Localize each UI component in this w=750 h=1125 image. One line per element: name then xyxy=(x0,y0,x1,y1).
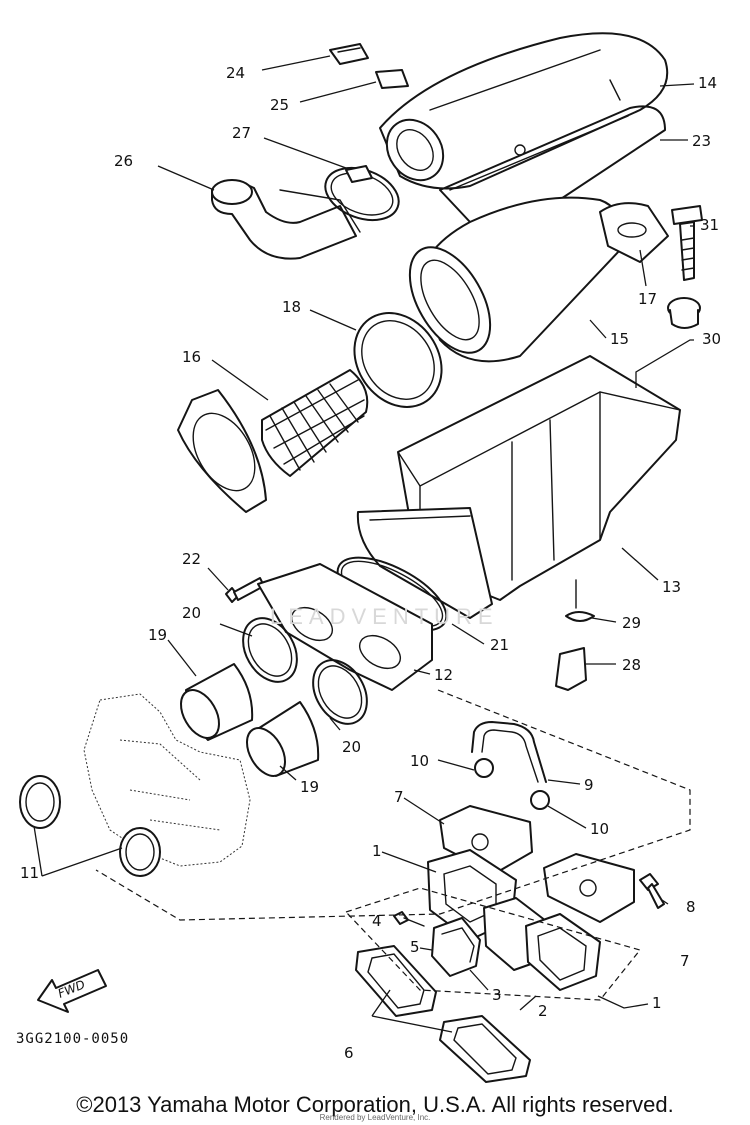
callout-4: 4 xyxy=(372,912,382,930)
callout-20b: 20 xyxy=(342,738,361,756)
callout-10b: 10 xyxy=(590,820,609,838)
part-13-air-box xyxy=(356,355,681,619)
callout-5: 5 xyxy=(410,938,420,956)
part-14-silencer-cover xyxy=(379,32,669,190)
part-18-clamp-ring xyxy=(353,312,443,408)
drawing-code: 3GG2100-0050 xyxy=(16,1031,130,1047)
part-20-clamps xyxy=(242,617,368,725)
callout-30: 30 xyxy=(702,330,721,348)
callout-21: 21 xyxy=(490,636,509,654)
callout-19a: 19 xyxy=(148,626,167,644)
part-8-bolt xyxy=(639,873,665,909)
callout-13: 13 xyxy=(662,578,681,596)
callout-7b: 7 xyxy=(680,952,690,970)
part-28-bracket xyxy=(555,647,587,691)
part-12-intake-manifold xyxy=(257,563,433,691)
fwd-arrow-icon: FWD xyxy=(37,969,107,1013)
leader-lines xyxy=(33,55,695,1033)
callout-15: 15 xyxy=(610,330,629,348)
callout-14: 14 xyxy=(698,74,717,92)
callout-23: 23 xyxy=(692,132,711,150)
engine-outline xyxy=(83,693,251,867)
callout-27: 27 xyxy=(232,124,251,142)
callout-8: 8 xyxy=(686,898,696,916)
part-26-intake-elbow xyxy=(211,179,361,260)
callout-3: 3 xyxy=(492,986,502,1004)
callout-10a: 10 xyxy=(410,752,429,770)
part-29-clip xyxy=(565,579,595,622)
callout-1a: 1 xyxy=(372,842,382,860)
part-19-joints xyxy=(180,663,320,777)
part-27-clamp xyxy=(324,165,400,222)
part-17-bracket xyxy=(599,202,669,263)
part-25-plate xyxy=(375,69,409,89)
part-30-grommet xyxy=(667,297,701,329)
callout-7a: 7 xyxy=(394,788,404,806)
part-15-filter-element xyxy=(408,196,623,363)
part-4-screw xyxy=(393,911,425,927)
callout-18: 18 xyxy=(282,298,301,316)
callout-19b: 19 xyxy=(300,778,319,796)
callout-1b: 1 xyxy=(652,994,662,1012)
watermark: LEADVENTURE xyxy=(270,604,499,629)
part-6-gaskets xyxy=(355,945,531,1083)
copyright-notice: ©2013 Yamaha Motor Corporation, U.S.A. A… xyxy=(76,1092,674,1117)
callout-29: 29 xyxy=(622,614,641,632)
callout-22: 22 xyxy=(182,550,201,568)
callout-25: 25 xyxy=(270,96,289,114)
callout-9: 9 xyxy=(584,776,594,794)
callout-16: 16 xyxy=(182,348,201,366)
callout-labels: 24 25 27 26 14 23 31 17 30 15 18 16 13 2… xyxy=(20,64,721,1062)
part-3-5-reeds xyxy=(431,917,481,977)
callout-24: 24 xyxy=(226,64,245,82)
part-16-flame-arrester xyxy=(177,369,369,513)
part-22-bolt xyxy=(225,577,265,603)
dealer-note: Rendered by LeadVenture, Inc. xyxy=(319,1113,431,1122)
callout-11: 11 xyxy=(20,864,39,882)
callout-2: 2 xyxy=(538,1002,548,1020)
part-10-clips xyxy=(474,758,550,810)
callout-31: 31 xyxy=(700,216,719,234)
callout-20a: 20 xyxy=(182,604,201,622)
part-31-bolt xyxy=(671,205,703,281)
callout-6: 6 xyxy=(344,1044,354,1062)
assembly-outline xyxy=(95,689,691,921)
part-24-clip xyxy=(329,43,369,65)
callout-28: 28 xyxy=(622,656,641,674)
callout-26: 26 xyxy=(114,152,133,170)
reed-outline xyxy=(344,887,642,1001)
callout-12: 12 xyxy=(434,666,453,684)
callout-17: 17 xyxy=(638,290,657,308)
part-9-hose xyxy=(471,721,547,783)
part-11-seals xyxy=(19,775,161,877)
